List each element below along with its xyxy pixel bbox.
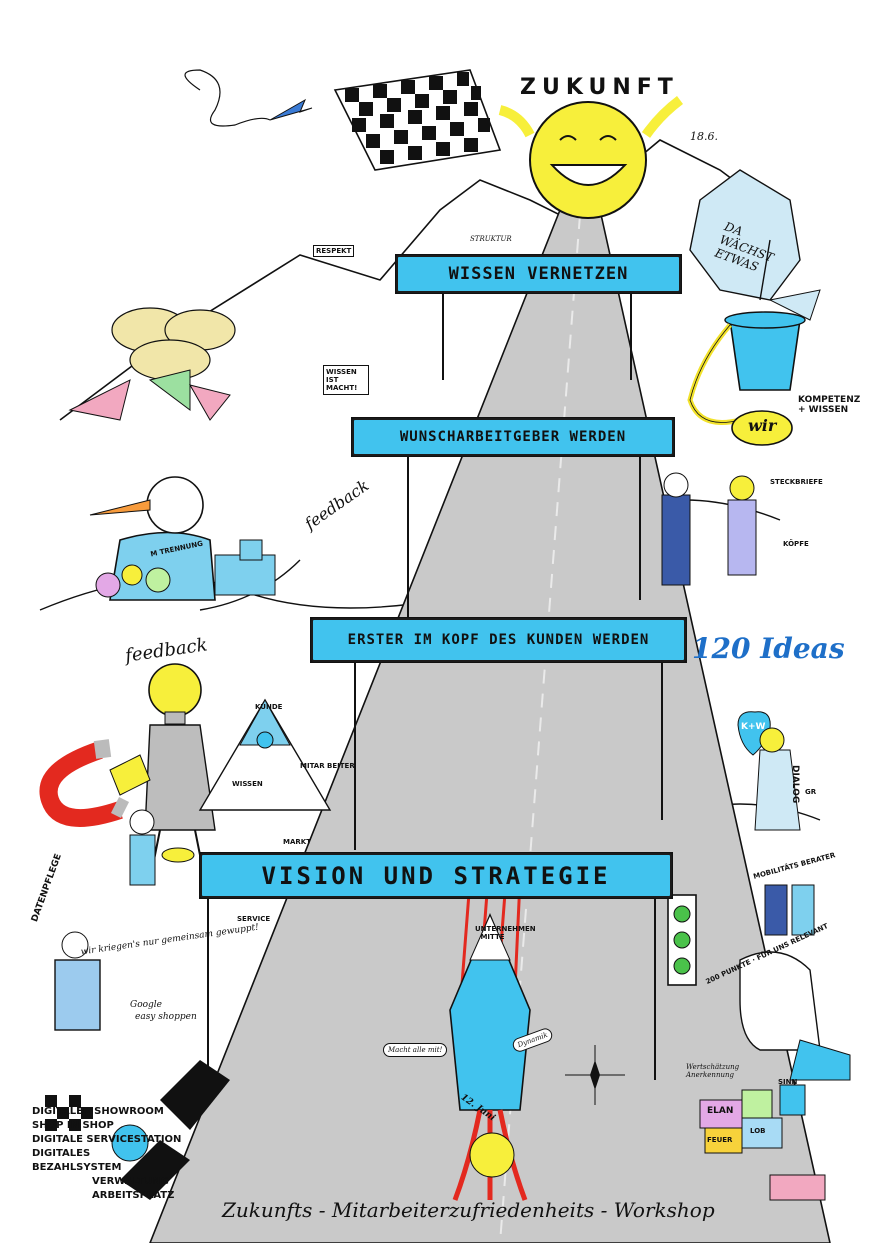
horseshoe-magnet xyxy=(39,739,151,827)
laptop-man xyxy=(54,931,101,1031)
digital-item: DIGITALE SERVICESTATION xyxy=(32,1134,182,1145)
footer-title: Zukunfts - Mitarbeiterzufriedenheits - W… xyxy=(222,1198,715,1222)
money-bags xyxy=(95,564,171,598)
steckbriefe-label: STECKBRIEFE xyxy=(770,478,823,486)
head-profile xyxy=(739,951,851,1081)
kunde-label: KUNDE xyxy=(255,703,283,711)
road-rocket xyxy=(449,879,531,1201)
sign-erster-im-kopf: ERSTER IM KOPF DES KUNDEN WERDEN xyxy=(311,618,686,662)
sign-vision-strategie: VISION UND STRATEGIE xyxy=(200,853,672,898)
yellow-car xyxy=(161,847,195,863)
wissen-ist-macht-label: WISSEN IST MACHT! xyxy=(323,365,369,395)
gr-label: GR xyxy=(805,788,817,796)
wir-badge xyxy=(731,410,793,446)
dialog-label: DIALOG xyxy=(790,765,800,804)
puzzle-pieces xyxy=(699,1084,806,1154)
crystal-plant xyxy=(689,169,821,391)
service-label: SERVICE xyxy=(237,915,271,923)
digital-item: DIGITALES BEZAHLSYSTEM xyxy=(32,1148,122,1173)
koepfe-label: KÖPFE xyxy=(783,540,809,548)
ideas-label: 120 Ideas xyxy=(692,632,845,665)
mitarbeiter-label: MITAR BEITER xyxy=(300,762,355,770)
consultant-figures xyxy=(764,884,815,936)
checkered-floor xyxy=(45,1095,93,1131)
mountain-range xyxy=(59,139,761,421)
digital-items-list: DIGITALER SHOWROOM SHOP IN SHOP DIGITALE… xyxy=(32,1105,182,1203)
colored-triangles xyxy=(68,369,231,421)
hose xyxy=(687,323,741,425)
struktur-label: STRUKTUR xyxy=(470,235,512,243)
chess-board xyxy=(120,1060,230,1200)
sign-panel-1 xyxy=(395,254,682,294)
google-label: Google xyxy=(130,1000,162,1010)
globe-icon xyxy=(111,1124,149,1162)
checkered-flag xyxy=(333,69,502,171)
road-centerline xyxy=(499,214,581,1243)
cleaner-man xyxy=(129,809,156,886)
pink-sofa xyxy=(769,1174,826,1201)
digital-item: ARBEITSPLATZ xyxy=(92,1190,175,1201)
date-label: 18.6. xyxy=(690,130,718,143)
lightbulb-man xyxy=(144,663,216,881)
respekt-sign: RESPEKT xyxy=(313,245,355,257)
woman-with-megaphone xyxy=(754,727,801,831)
digital-item: VERWALTUNG xyxy=(92,1176,169,1187)
sinn-label: SINN xyxy=(778,1078,798,1086)
markt-label: MARKT xyxy=(283,838,311,846)
sign-wissen-vernetzen: WISSEN VERNETZEN xyxy=(396,255,681,293)
eye-pyramid xyxy=(198,698,332,811)
elan-label: ELAN xyxy=(707,1106,734,1116)
podium xyxy=(214,539,276,596)
kw-label: K+W xyxy=(741,722,766,732)
thought-clouds xyxy=(111,307,236,381)
wissen-label: WISSEN xyxy=(232,780,263,788)
wertschaetzung-label: Wertschätzung Anerkennung xyxy=(686,1063,740,1079)
kompetenz-wissen-label: KOMPETENZ + WISSEN xyxy=(798,395,861,415)
rocket-icon xyxy=(184,69,313,127)
sun-face xyxy=(498,96,684,219)
sign-panel-2 xyxy=(351,417,675,457)
compass-rose-icon xyxy=(565,1045,625,1105)
sign-posts xyxy=(207,285,663,1080)
lob-label: LOB xyxy=(750,1127,766,1135)
traffic-light xyxy=(667,894,697,986)
sign-wunscharbeitgeber: WUNSCHARBEITGEBER WERDEN xyxy=(352,418,674,456)
unternehmen-mitte-label: UNTERNEHMEN MITTE xyxy=(475,925,536,941)
zukunft-label: ZUKUNFT xyxy=(520,75,679,100)
wir-label: wir xyxy=(748,416,777,435)
feuer-label: FEUER xyxy=(707,1136,733,1144)
handshake-figures xyxy=(661,472,757,586)
digital-item: SHOP IN SHOP xyxy=(32,1120,114,1131)
digital-item: DIGITALER SHOWROOM xyxy=(32,1106,164,1117)
easy-shoppen-label: easy shoppen xyxy=(135,1012,197,1022)
macht-alle-mit-label: Macht alle mit! xyxy=(383,1043,448,1057)
